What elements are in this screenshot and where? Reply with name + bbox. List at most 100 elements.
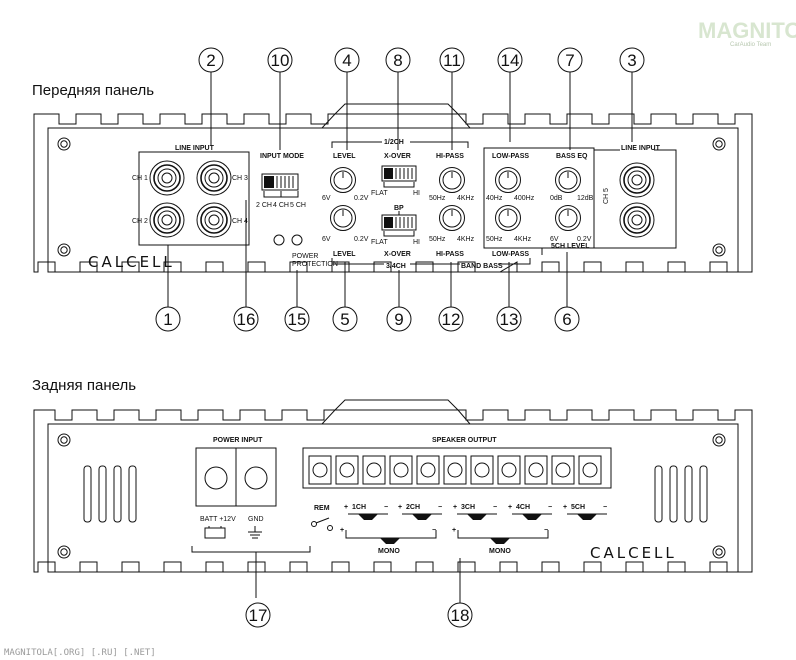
callout-8: 8 [393,51,402,70]
footer-watermark: MAGNITOLA[.ORG] [.RU] [.NET] [4,648,156,658]
rear-panel-title: Задняя панель [32,377,136,394]
power-label: POWER [292,253,318,260]
callout-14: 14 [501,51,520,70]
callout-2: 2 [206,51,215,70]
minus-label: − [384,504,388,511]
ch3-label: CH 3 [232,175,248,182]
level-label: LEVEL [333,153,356,160]
callouts-top: 2 10 4 8 11 14 7 3 [198,47,645,150]
ch4-label: CH 4 [232,218,248,225]
input-mode-switch[interactable] [261,173,299,191]
hi-label: HI [413,239,420,246]
callout-9: 9 [394,310,403,329]
plus-label: + [340,527,344,534]
band-bass-label: BAND BASS [461,263,503,270]
sch-max-label: 0.2V [577,236,592,243]
batt-label: BATT +12V [200,516,236,523]
screw-icon [712,243,726,257]
gnd-label: GND [248,516,264,523]
minus-label: − [438,504,442,511]
xover-switch[interactable] [381,214,417,231]
level-min-label: 6V [322,236,331,243]
ch4-label: 4CH [516,504,530,511]
ch2-label: 2CH [406,504,420,511]
callout-5: 5 [340,310,349,329]
minus-label: − [603,504,607,511]
xover-switch[interactable] [381,165,417,182]
beq-max-label: 12dB [577,195,594,202]
sub-controls-frame [483,147,595,249]
plus-label: + [563,504,567,511]
protection-label: PROTECTION [292,261,338,268]
rca-jack-icon[interactable] [149,160,185,196]
screw-icon [712,545,726,559]
plus-label: + [398,504,402,511]
hipass-label: HI-PASS [436,251,464,258]
power-led-icon [273,234,285,246]
hp-min-label: 50Hz [429,236,446,243]
screw-icon [712,433,726,447]
rem-switch-icon [311,517,333,531]
plus-label: + [453,504,457,511]
bass-eq-knob-icon[interactable] [555,167,581,193]
hipass-knob-icon[interactable] [439,167,465,193]
mode-5ch-label: 5 CH [290,202,306,209]
flat-label: FLAT [371,190,388,197]
level-knob-icon[interactable] [330,167,356,193]
level-min-label: 6V [322,195,331,202]
minus-label: − [544,527,548,534]
speaker-terminal-block[interactable] [302,447,612,489]
mode-4ch-label: 4 CH [273,202,289,209]
front-panel-housing [33,103,753,273]
hipass-knob-icon[interactable] [439,205,465,231]
vent-slots [83,465,708,523]
mono-bridge-symbols: + − MONO + − MONO [340,527,549,555]
callout-13: 13 [500,310,519,329]
hp-min-label: 50Hz [429,195,446,202]
ch1-label: 1CH [352,504,366,511]
watermark-brand: MAGNITOLA [698,18,796,43]
callout-3: 3 [627,51,636,70]
screw-icon [57,137,71,151]
rear-brand-logo: CALCELL [590,544,677,562]
lowpass-knob-icon[interactable] [495,167,521,193]
lp1-max-label: 400Hz [514,195,535,202]
rca-jack-icon[interactable] [196,160,232,196]
callout-11: 11 [443,51,461,70]
sch-level-knob-icon[interactable] [555,205,581,231]
xover-label: X-OVER [384,153,411,160]
front-panel-title: Передняя панель [32,82,154,99]
plus-label: + [508,504,512,511]
lowpass-knob-icon[interactable] [495,205,521,231]
bass-eq-label: BASS EQ [556,153,588,160]
mono-label: MONO [489,548,511,555]
minus-label: − [548,504,552,511]
callout-10: 10 [271,51,290,70]
mode-2ch-label: 2 CH [256,202,272,209]
callout-7: 7 [565,51,574,70]
ch1-label: CH 1 [132,175,148,182]
power-terminal-block[interactable] [195,447,277,507]
level-max-label: 0.2V [354,236,369,243]
level-knob-icon[interactable] [330,205,356,231]
callout-17: 17 [249,606,268,625]
level-max-label: 0.2V [354,195,369,202]
lowpass-label: LOW-PASS [492,251,529,258]
rca-jack-icon[interactable] [619,202,655,238]
rca-jack-icon[interactable] [619,162,655,198]
xover-label: X-OVER [384,251,411,258]
hp-max-label: 4KHz [457,236,475,243]
rca-jack-icon[interactable] [196,202,232,238]
callout-15: 15 [288,310,307,329]
ch5-label: 5CH [571,504,585,511]
rca-jack-icon[interactable] [149,202,185,238]
hi-label: HI [413,190,420,197]
callout-4: 4 [342,51,351,70]
callout-12: 12 [442,310,461,329]
line-input-frame [138,151,250,246]
plus-label: + [344,504,348,511]
power-input-label: POWER INPUT [213,437,263,444]
front-brand-logo: CALCELL [88,253,175,271]
bp-label: BP [394,205,404,212]
